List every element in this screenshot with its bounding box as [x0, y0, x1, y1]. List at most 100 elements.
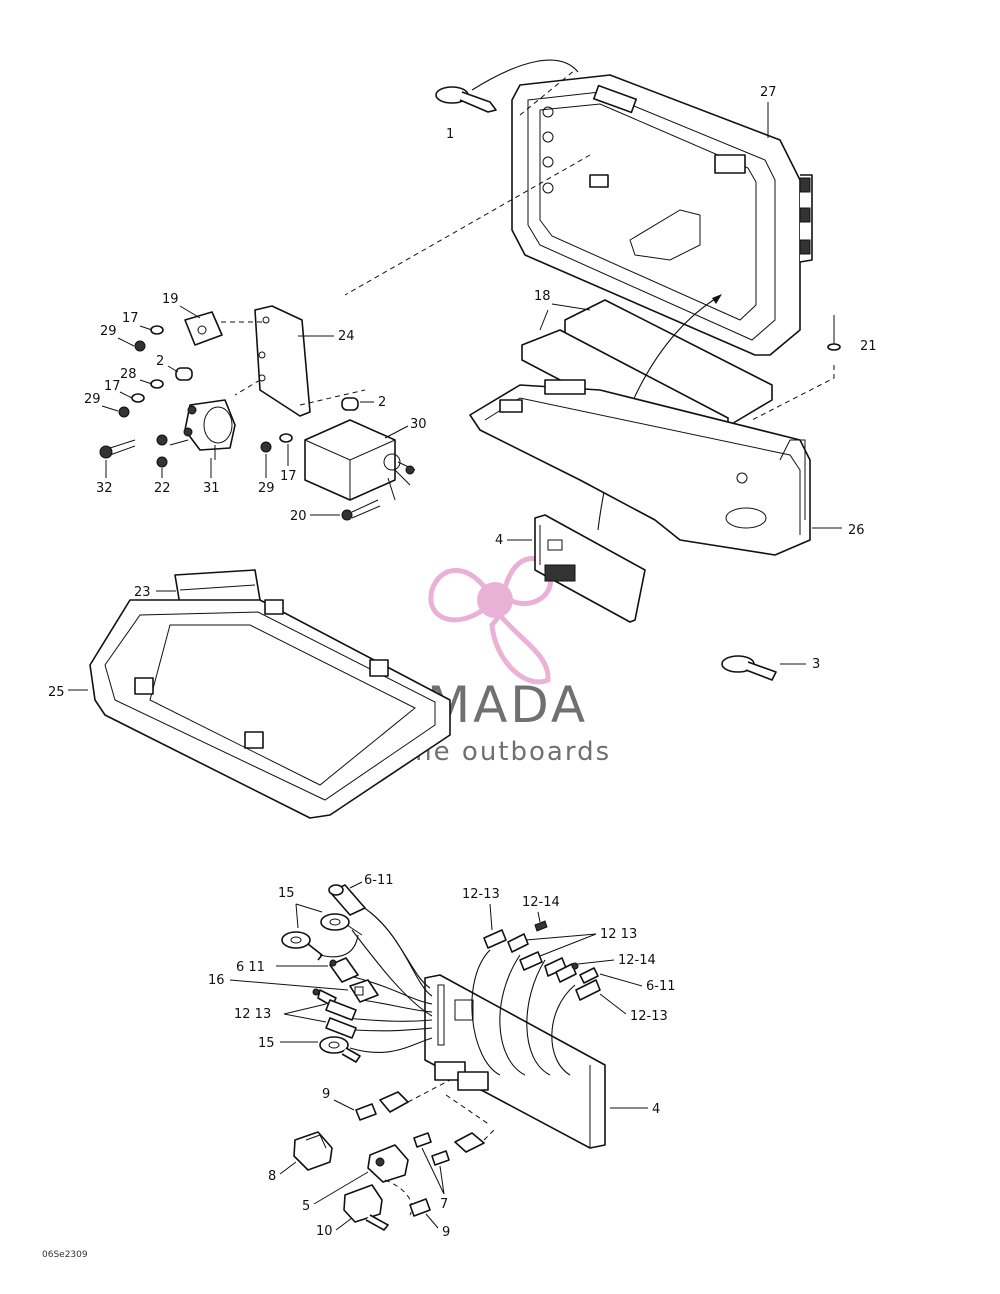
callout-2-left: 2 [156, 354, 179, 373]
callout-17-relay: 17 [280, 444, 297, 484]
callout-26-number: 26 [848, 523, 865, 538]
callout-12-13-right-number: 12 13 [600, 927, 637, 942]
callout-22-number: 22 [154, 481, 171, 496]
cable-tie-3 [721, 655, 777, 681]
callout-9-bottom-number: 9 [442, 1225, 450, 1240]
fuse-cover-top [379, 1079, 451, 1113]
callout-28-number: 28 [120, 367, 137, 382]
ring-terminal-15-bottom [319, 1036, 361, 1063]
terminal-6-11-left [329, 957, 359, 983]
callout-18-number: 18 [534, 289, 551, 304]
callout-29-relay: 29 [258, 454, 275, 496]
callout-16: 16 [208, 973, 349, 991]
callout-25-number: 25 [48, 685, 65, 700]
callout-17-top: 17 [122, 311, 153, 331]
callout-20: 20 [290, 509, 340, 524]
callout-15-top: 15 [278, 886, 323, 929]
callout-17-mid: 17 [104, 379, 133, 399]
callout-17-mid-number: 17 [104, 379, 121, 394]
callout-8: 8 [268, 1161, 297, 1184]
cable-tie-1 [435, 59, 579, 113]
callout-4-lower: 4 [610, 1102, 660, 1117]
callout-23: 23 [134, 585, 176, 600]
relay-30 [304, 419, 416, 501]
callout-23-number: 23 [134, 585, 151, 600]
callout-3: 3 [780, 657, 820, 672]
callout-4-upper-number: 4 [495, 533, 503, 548]
callout-12-13-top: 12-13 [462, 887, 500, 931]
propeller-logo [428, 556, 554, 685]
callout-22: 22 [154, 468, 171, 496]
callout-15-top-number: 15 [278, 886, 295, 901]
callout-21: 21 [860, 339, 877, 354]
callout-16-number: 16 [208, 973, 225, 988]
callout-6-11-top-number: 6-11 [364, 873, 394, 888]
harness-wires [344, 904, 576, 1076]
callout-4-lower-number: 4 [652, 1102, 660, 1117]
fuse-holder-8 [293, 1131, 333, 1171]
fuse-9-bottom [409, 1198, 431, 1217]
callout-10-number: 10 [316, 1224, 333, 1239]
callout-17-top-number: 17 [122, 311, 139, 326]
fuse-box-4-lower [424, 974, 606, 1149]
callout-6-11-right-number: 6-11 [646, 979, 676, 994]
callout-12-13-bottom: 12-13 [599, 993, 668, 1024]
callout-12-13-right: 12 13 [525, 927, 637, 957]
callout-12-14-top: 12-14 [522, 895, 560, 923]
base-tray-26 [469, 379, 811, 556]
callout-10: 10 [316, 1217, 353, 1239]
callout-27-number: 27 [760, 85, 777, 100]
callout-28: 28 [120, 367, 153, 385]
fuse-holder-10 [343, 1179, 413, 1231]
callout-24-number: 24 [338, 329, 355, 344]
circuit-board-4-upper [534, 514, 646, 623]
callout-12-14-top-number: 12-14 [522, 895, 560, 910]
callout-25: 25 [48, 685, 88, 700]
callout-2-right: 2 [360, 395, 386, 410]
callout-30-number: 30 [410, 417, 427, 432]
callout-3-number: 3 [812, 657, 820, 672]
callout-12-13-bottom-number: 12-13 [630, 1009, 668, 1024]
housing-27 [344, 69, 813, 356]
sleeves-right-group [483, 920, 601, 1001]
washer-nut-set-relay [260, 433, 293, 453]
callout-15-bottom: 15 [258, 1036, 318, 1051]
callout-32: 32 [96, 460, 113, 496]
callout-1-number: 1 [446, 127, 454, 142]
callout-20-number: 20 [290, 509, 307, 524]
screw-21 [751, 315, 841, 421]
callout-12-13-left-number: 12 13 [234, 1007, 271, 1022]
callout-2-left-number: 2 [156, 354, 164, 369]
cover-25 [89, 599, 451, 819]
callout-18: 18 [534, 289, 591, 331]
fuse-holder-5 [367, 1144, 409, 1183]
callout-1: 1 [446, 127, 454, 142]
callout-19-number: 19 [162, 292, 179, 307]
block-19 [184, 311, 223, 346]
callout-29-relay-number: 29 [258, 481, 275, 496]
spacer-2-right [341, 397, 359, 411]
callout-6-11-top: 6-11 [349, 873, 394, 889]
fuse-9-top [355, 1103, 377, 1121]
callout-9-bottom: 9 [425, 1213, 450, 1240]
washer-nut-set-top [134, 325, 164, 352]
drawing-code: 06Se2309 [42, 1250, 88, 1260]
connector-16 [349, 979, 379, 1003]
callout-26: 26 [812, 523, 865, 538]
callout-24: 24 [298, 329, 355, 344]
callout-29-mid: 29 [84, 392, 119, 412]
callout-12-13-top-number: 12-13 [462, 887, 500, 902]
solenoid-31 [156, 399, 236, 468]
callout-12-13-left: 12 13 [234, 1003, 327, 1023]
washer-nut-set-mid [118, 379, 164, 418]
terminal-6-11-top [328, 884, 366, 916]
callout-32-number: 32 [96, 481, 113, 496]
callout-9-top: 9 [322, 1087, 355, 1111]
callout-7-number: 7 [440, 1197, 448, 1212]
callout-30: 30 [384, 417, 427, 439]
bracket-24 [218, 305, 366, 417]
callout-7: 7 [421, 1147, 448, 1212]
ring-terminal-15-top [281, 913, 363, 961]
sleeves-12-13-left [312, 988, 357, 1039]
